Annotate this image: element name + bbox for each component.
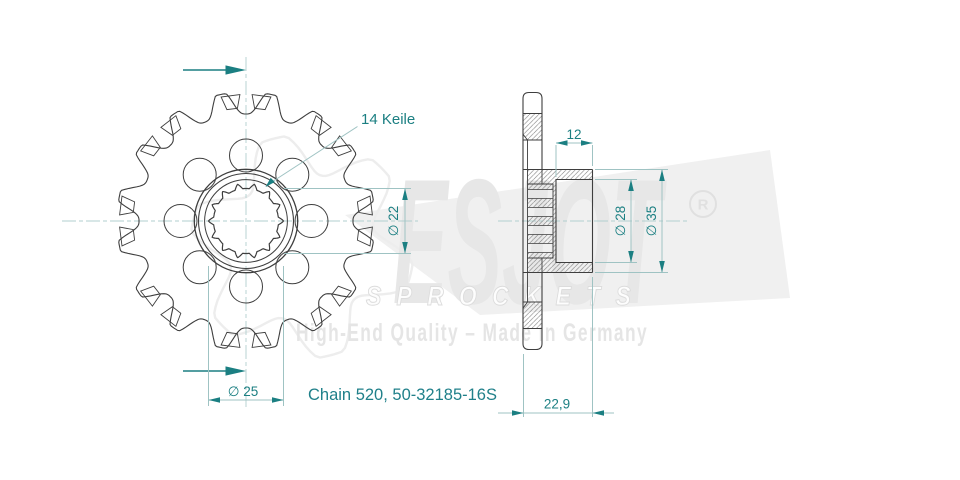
bolt-hole xyxy=(275,157,310,192)
bolt-hole xyxy=(182,157,217,192)
tooth-chamfer-mark xyxy=(356,226,373,247)
dim-label-spline: ∅ 25 xyxy=(228,384,259,399)
watermark: ESJOT R SPROCKETS High-End Quality – Mad… xyxy=(190,135,790,359)
dimension-spline-25: ∅ 25 xyxy=(208,266,284,406)
tooth-chamfer-mark xyxy=(251,331,272,348)
bolt-hole xyxy=(182,250,217,285)
spline-count-label: 14 Keile xyxy=(361,111,415,128)
dimension-overall-width: 22,9 xyxy=(498,277,614,417)
tooth-chamfer-mark xyxy=(220,94,241,111)
dimension-bore-22: ∅ 22 xyxy=(284,188,411,254)
watermark-subtitle: SPROCKETS xyxy=(366,281,646,311)
bolt-hole xyxy=(294,204,329,238)
hatch-top-tooth xyxy=(523,113,542,140)
hub-chamfer-circle xyxy=(197,172,295,270)
tooth-chamfer-marks xyxy=(119,94,373,348)
registered-trademark-icon: R xyxy=(689,190,717,218)
side-view: 12 ∅ 28 ∅ 35 22,9 xyxy=(498,91,668,417)
bolt-hole xyxy=(275,250,310,285)
section-arrow-bottom xyxy=(183,366,246,376)
tooth-chamfer-mark xyxy=(119,195,136,216)
watermark-tagline: High-End Quality – Made in Germany xyxy=(296,319,648,347)
tooth-chamfer-mark xyxy=(119,226,136,247)
leader-arrow-icon xyxy=(265,177,275,187)
svg-text:R: R xyxy=(698,197,709,214)
tooth-chamfer-mark xyxy=(139,135,161,157)
section-arrows xyxy=(183,65,246,376)
tooth-chamfer-mark xyxy=(251,94,272,111)
recess-circle xyxy=(204,179,288,263)
dim-label-hub-od: ∅ 35 xyxy=(644,206,659,237)
bolt-hole xyxy=(163,204,198,238)
section-hatching xyxy=(523,113,593,329)
hatch-bottom-tooth xyxy=(523,302,542,329)
tooth-chamfer-mark xyxy=(160,306,182,328)
dimension-hub-od-35: ∅ 35 xyxy=(595,169,668,273)
tooth-chamfer-mark xyxy=(310,306,332,328)
bolt-hole xyxy=(229,269,263,304)
spline-count-callout: 14 Keile xyxy=(265,111,415,187)
tooth-chamfer-mark xyxy=(160,114,182,136)
tooth-chamfer-mark xyxy=(139,285,161,307)
side-view-outline xyxy=(522,91,594,351)
section-arrow-top xyxy=(183,65,246,75)
bolt-hole xyxy=(229,138,263,173)
hub-outer-circle xyxy=(193,168,299,274)
dim-label-hub-depth: 12 xyxy=(566,127,581,142)
hatch-hub xyxy=(527,169,593,273)
front-view xyxy=(118,93,374,349)
bolt-hole-circles xyxy=(163,138,329,304)
dim-label-bore: ∅ 22 xyxy=(386,206,401,237)
tooth-chamfer-mark xyxy=(356,195,373,216)
dimension-hub-depth-12: 12 xyxy=(555,127,593,177)
leader-line xyxy=(266,126,358,186)
tooth-chamfer-mark xyxy=(310,114,332,136)
dimension-recess-28: ∅ 28 xyxy=(595,179,637,263)
tooth-chamfer-mark xyxy=(331,285,353,307)
sprocket-outline xyxy=(118,93,374,349)
part-number-label: Chain 520, 50-32185-16S xyxy=(308,386,497,404)
watermark-swoosh xyxy=(345,150,790,315)
dim-label-recess: ∅ 28 xyxy=(613,206,628,237)
tooth-chamfer-mark xyxy=(331,135,353,157)
dim-label-overall-width: 22,9 xyxy=(544,397,570,412)
tooth-chamfer-mark xyxy=(220,331,241,348)
spline-bore-profile xyxy=(207,183,285,259)
